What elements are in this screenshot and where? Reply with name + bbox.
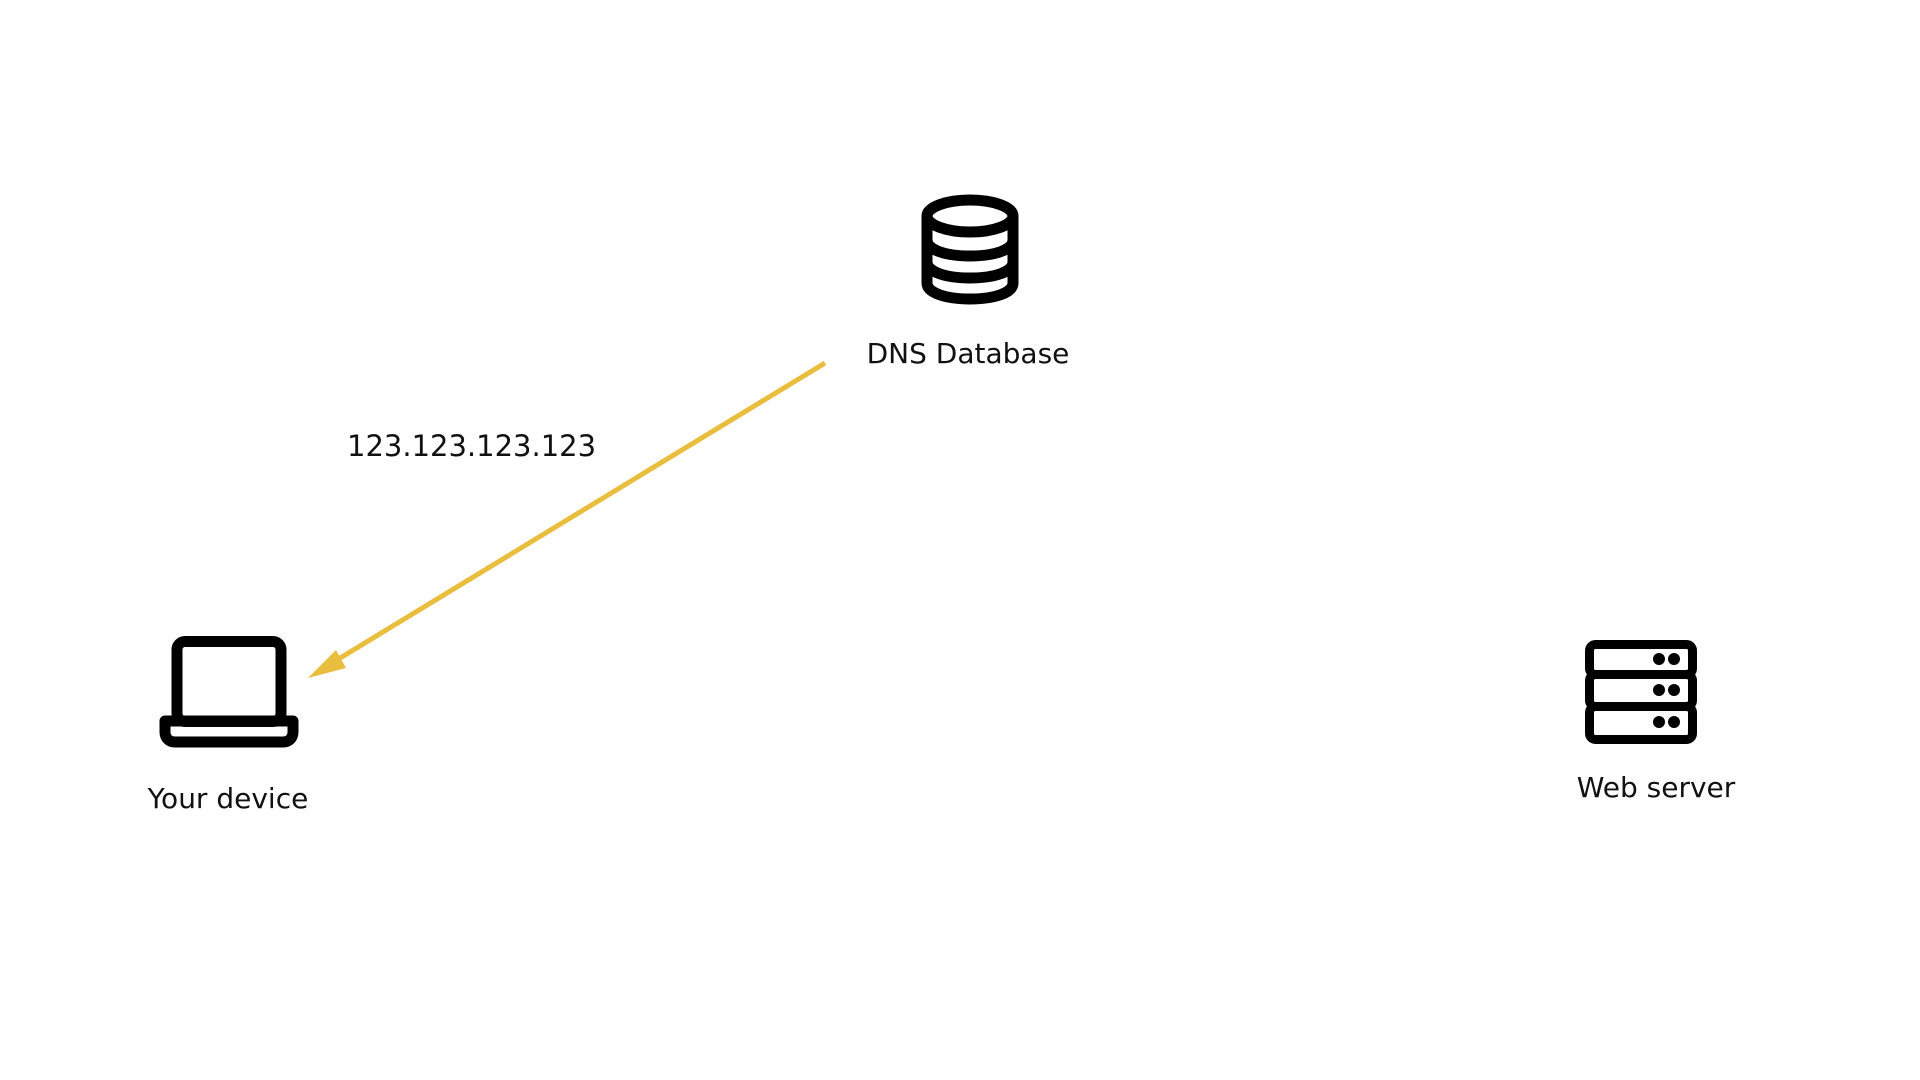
database-icon xyxy=(921,194,1019,305)
server-icon xyxy=(1585,640,1697,744)
arrow-line xyxy=(325,360,827,669)
laptop-icon xyxy=(159,636,299,748)
arrowhead xyxy=(308,650,346,678)
web-server-label: Web server xyxy=(1576,771,1736,804)
your-device-label: Your device xyxy=(147,782,309,815)
dns-database-label: DNS Database xyxy=(866,337,1070,370)
ip-address-label: 123.123.123.123 xyxy=(347,429,597,463)
